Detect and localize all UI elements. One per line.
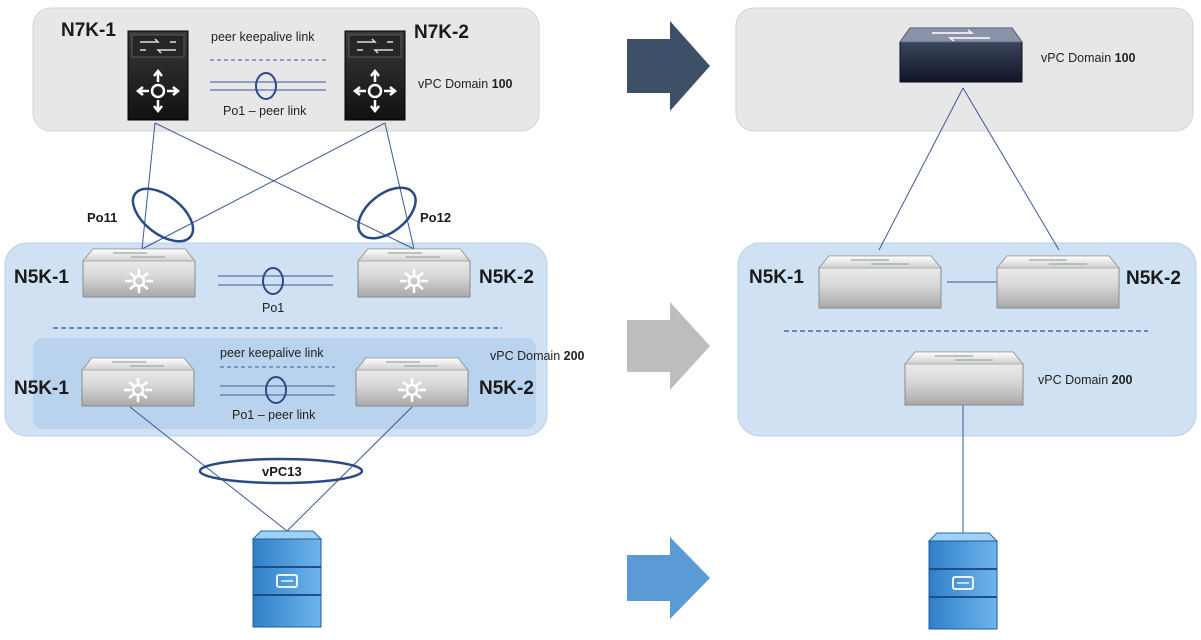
uplink-lines: [141, 122, 415, 250]
n7k-2-label: N7K-2: [414, 22, 469, 43]
po12-bundle: [357, 186, 417, 240]
n7k-1-label: N7K-1: [61, 20, 116, 41]
vpc13-bundle: [198, 457, 364, 485]
server-icon: [251, 530, 323, 628]
arrow-middle-icon: [627, 302, 710, 390]
arrow-top-icon: [627, 21, 710, 111]
core-peer-link: [210, 72, 326, 100]
after-core-domain-prefix: vPC Domain: [1041, 51, 1112, 65]
n5k-bottom-1-switch-icon: [81, 357, 195, 407]
core-domain-prefix: vPC Domain: [418, 77, 489, 91]
after-access-domain-prefix: vPC Domain: [1038, 373, 1109, 387]
n5k-top-1-switch-icon: [82, 248, 196, 298]
po11-bundle: [131, 187, 195, 243]
access-peer-link: [220, 376, 335, 404]
access-domain-number: 200: [563, 349, 585, 363]
n5k-top-1-label: N5K-1: [14, 267, 69, 288]
po11-label: Po11: [87, 210, 118, 225]
n5k-bottom-2-switch-icon: [355, 357, 469, 407]
vpc13-label: vPC13: [262, 464, 302, 479]
after-virtual-access-switch-icon: [904, 351, 1024, 406]
after-core-domain-number: 100: [1114, 51, 1136, 65]
arrow-bottom-icon: [627, 537, 710, 619]
core-peer-link-label: Po1 – peer link: [223, 104, 307, 118]
access-domain-prefix: vPC Domain: [490, 349, 561, 363]
n7k-1-switch-icon: [127, 30, 189, 121]
after-n5k-2-switch-icon: [996, 255, 1120, 309]
core-domain-label: vPC Domain 100: [418, 78, 513, 91]
after-virtual-core-switch-icon: [899, 27, 1023, 83]
core-keepalive-label: peer keepalive link: [211, 30, 315, 44]
after-n5k-1-label: N5K-1: [749, 267, 804, 288]
n5k-bottom-2-label: N5K-2: [479, 378, 534, 399]
po12-label: Po12: [420, 210, 452, 225]
n5k-top-2-label: N5K-2: [479, 267, 534, 288]
after-server-icon: [927, 532, 999, 630]
after-n5k-2-label: N5K-2: [1126, 268, 1181, 289]
access-top-link-label: Po1: [262, 301, 285, 315]
access-domain-label: vPC Domain 200: [490, 350, 585, 363]
after-n5k-1-switch-icon: [818, 255, 942, 309]
n5k-bottom-1-label: N5K-1: [14, 378, 69, 399]
access-peer-link-label: Po1 – peer link: [232, 408, 316, 422]
n7k-2-switch-icon: [344, 30, 406, 121]
after-access-domain-label: vPC Domain 200: [1038, 374, 1133, 387]
after-links: [878, 87, 1060, 533]
after-core-domain-label: vPC Domain 100: [1041, 52, 1136, 65]
server-links: [129, 406, 413, 532]
access-keepalive-label: peer keepalive link: [220, 346, 324, 360]
core-domain-number: 100: [491, 77, 513, 91]
n5k-top-2-switch-icon: [357, 248, 471, 298]
after-access-domain-number: 200: [1111, 373, 1133, 387]
access-top-link: [218, 267, 333, 295]
